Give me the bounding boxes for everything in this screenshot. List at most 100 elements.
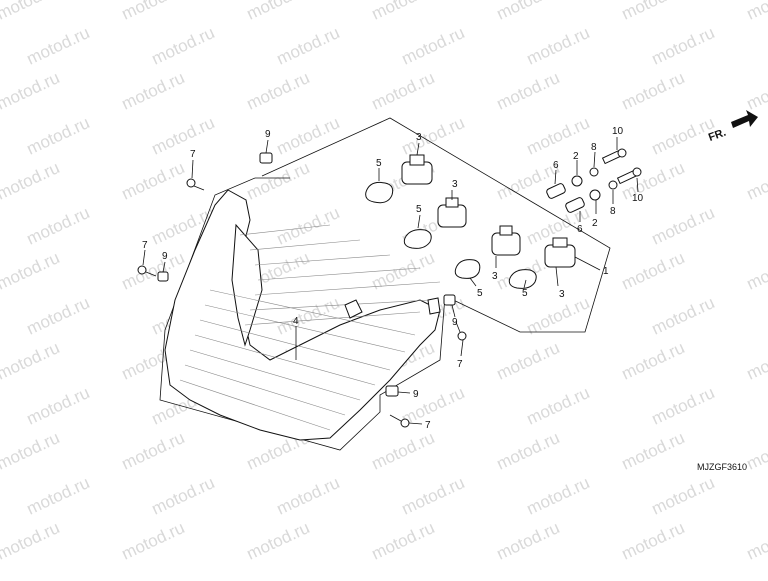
watermark-text: motod.ru (524, 473, 593, 519)
watermark-text: motod.ru (649, 293, 718, 339)
callout-3: 3 (416, 132, 422, 143)
watermark-text: motod.ru (494, 0, 563, 24)
watermark-text: motod.ru (24, 383, 93, 429)
callout-8: 8 (591, 142, 597, 153)
watermark-text: motod.ru (0, 248, 62, 294)
watermark-text: motod.ru (119, 518, 188, 564)
watermark-text: motod.ru (274, 113, 343, 159)
bolt-lower (616, 167, 642, 185)
watermark-text: motod.ru (649, 383, 718, 429)
watermark-text: motod.ru (649, 473, 718, 519)
callout-10: 10 (632, 193, 644, 204)
callout-9: 9 (265, 129, 271, 140)
watermark-text: motod.ru (744, 68, 768, 114)
watermark-text: motod.ru (494, 338, 563, 384)
watermark-text: motod.ru (494, 428, 563, 474)
watermark-text: motod.ru (369, 518, 438, 564)
callout-7: 7 (457, 359, 463, 370)
arrow-icon (731, 110, 758, 128)
socket-upper-left (401, 154, 433, 185)
watermark-text: motod.ru (119, 68, 188, 114)
watermark-text: motod.ru (24, 203, 93, 249)
clip-right (443, 294, 456, 306)
watermark-text: motod.ru (0, 338, 62, 384)
watermark-text: motod.ru (494, 68, 563, 114)
watermark-text: motod.ru (274, 473, 343, 519)
callout-3: 3 (559, 289, 565, 300)
socket-lower-mid (491, 225, 521, 256)
callout-10: 10 (612, 126, 624, 137)
watermark-text: motod.ru (119, 0, 188, 24)
bulb-4 (508, 269, 537, 289)
watermark-text: motod.ru (649, 23, 718, 69)
watermark-text: motod.ru (149, 473, 218, 519)
tail-light-unit (164, 189, 441, 441)
watermark-text: motod.ru (494, 518, 563, 564)
socket-lower-right (544, 237, 576, 268)
callout-8: 8 (610, 206, 616, 217)
watermark-text: motod.ru (619, 158, 688, 204)
watermark-text: motod.ru (244, 158, 313, 204)
watermark-text: motod.ru (244, 518, 313, 564)
callout-5: 5 (477, 288, 483, 299)
callout-9: 9 (452, 317, 458, 328)
watermark-text: motod.ru (119, 428, 188, 474)
callout-labels: 1 2 2 3 3 3 3 4 5 5 5 5 6 6 7 7 7 7 8 8 … (142, 126, 644, 431)
watermark-text: motod.ru (524, 113, 593, 159)
watermark-text: motod.ru (24, 293, 93, 339)
callout-6: 6 (577, 224, 583, 235)
watermark-text: motod.ru (119, 158, 188, 204)
watermark-text: motod.ru (369, 68, 438, 114)
callout-7: 7 (425, 420, 431, 431)
watermark-text: motod.ru (619, 68, 688, 114)
bulb-3 (454, 259, 481, 279)
direction-label: FR. (707, 127, 728, 144)
watermark-text: motod.ru (149, 113, 218, 159)
watermark-text: motod.ru (24, 23, 93, 69)
socket-upper-mid (437, 197, 467, 228)
grommet-lower (589, 189, 601, 201)
callout-7: 7 (142, 240, 148, 251)
watermark-text: motod.ru (24, 473, 93, 519)
watermark-text: motod.ru (744, 0, 768, 24)
bulb-2 (403, 229, 432, 249)
watermark-text: motod.ru (744, 338, 768, 384)
watermark-text: motod.ru (399, 113, 468, 159)
watermark-text: motod.ru (244, 0, 313, 24)
watermark-text: motod.ru (0, 518, 62, 564)
callout-7: 7 (190, 149, 196, 160)
watermark-text: motod.ru (744, 428, 768, 474)
callout-9: 9 (413, 389, 419, 400)
watermark-text: motod.ru (369, 0, 438, 24)
watermark-text: motod.ru (619, 248, 688, 294)
watermark-text: motod.ru (649, 203, 718, 249)
watermark-text: motod.ru (399, 23, 468, 69)
watermark-text: motod.ru (119, 248, 188, 294)
callout-2: 2 (573, 151, 579, 162)
assembly-outline (159, 117, 611, 451)
front-direction-indicator: FR. (707, 110, 758, 144)
watermark-text: motod.ru (274, 23, 343, 69)
sleeve-upper (546, 183, 566, 199)
watermark-text: motod.ru (274, 203, 343, 249)
watermark-text: motod.ru (619, 518, 688, 564)
callout-5: 5 (522, 288, 528, 299)
leader-lines (142, 137, 639, 425)
callout-6: 6 (553, 160, 559, 171)
callout-1: 1 (603, 266, 609, 277)
callout-2: 2 (592, 218, 598, 229)
watermark-text: motod.ru (0, 0, 62, 24)
callout-5: 5 (416, 204, 422, 215)
diagram-code: MJZGF3610 (697, 462, 747, 472)
callout-4: 4 (293, 316, 299, 327)
watermark-text: motod.ru (369, 428, 438, 474)
bolt-upper (601, 148, 627, 165)
clip-left (157, 271, 169, 282)
callout-3: 3 (452, 179, 458, 190)
watermark-text: motod.ru (0, 68, 62, 114)
screw-mid-left (137, 265, 157, 277)
clip-top (259, 152, 273, 164)
watermark-text: motod.ru (24, 113, 93, 159)
